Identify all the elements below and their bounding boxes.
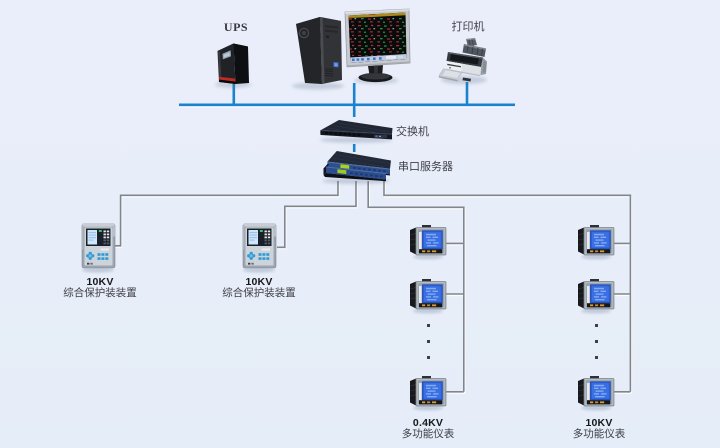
meter-col2-1 xyxy=(576,224,618,260)
ethernet-lines xyxy=(179,82,515,152)
protection-device-2-voltage: 10KV xyxy=(245,276,273,288)
meter-col2-name: 多功能仪表 xyxy=(572,428,626,440)
ups-label: UPS xyxy=(223,20,249,34)
meter-col2-2 xyxy=(576,278,618,314)
serial-server-device xyxy=(322,151,391,184)
workstation-tower xyxy=(292,17,344,90)
serial-lines xyxy=(114,181,632,393)
meter-col1-name: 多功能仪表 xyxy=(401,428,455,440)
meter-col1-3 xyxy=(408,375,450,411)
printer-label: 打印机 xyxy=(451,21,485,33)
protection-device-1 xyxy=(78,218,122,276)
meter-col1-voltage: 0.4KV xyxy=(412,417,444,429)
printer-device xyxy=(438,38,487,84)
switch-device xyxy=(320,120,393,143)
protection-device-1-name: 综合保护装装置 xyxy=(63,287,137,299)
protection-device-1-voltage: 10KV xyxy=(86,276,114,288)
serial-server-label: 串口服务器 xyxy=(398,161,453,173)
protection-device-2 xyxy=(239,218,283,276)
ups-device xyxy=(215,43,251,88)
meter-col1-1 xyxy=(408,224,450,260)
protection-device-2-name: 综合保护装装置 xyxy=(222,287,296,299)
protection-device-1-label: 10KV 综合保护装装置 xyxy=(30,277,170,299)
switch-label: 交换机 xyxy=(396,126,429,138)
meter-col2-label: 10KV 多功能仪表 xyxy=(529,418,669,440)
meter-col1-2 xyxy=(408,278,450,314)
meter-col1-label: 0.4KV 多功能仪表 xyxy=(358,418,498,440)
meter-col2-voltage: 10KV xyxy=(585,417,613,429)
meter-col2-3 xyxy=(576,375,618,411)
workstation-monitor xyxy=(344,8,411,84)
protection-device-2-label: 10KV 综合保护装装置 xyxy=(189,277,329,299)
